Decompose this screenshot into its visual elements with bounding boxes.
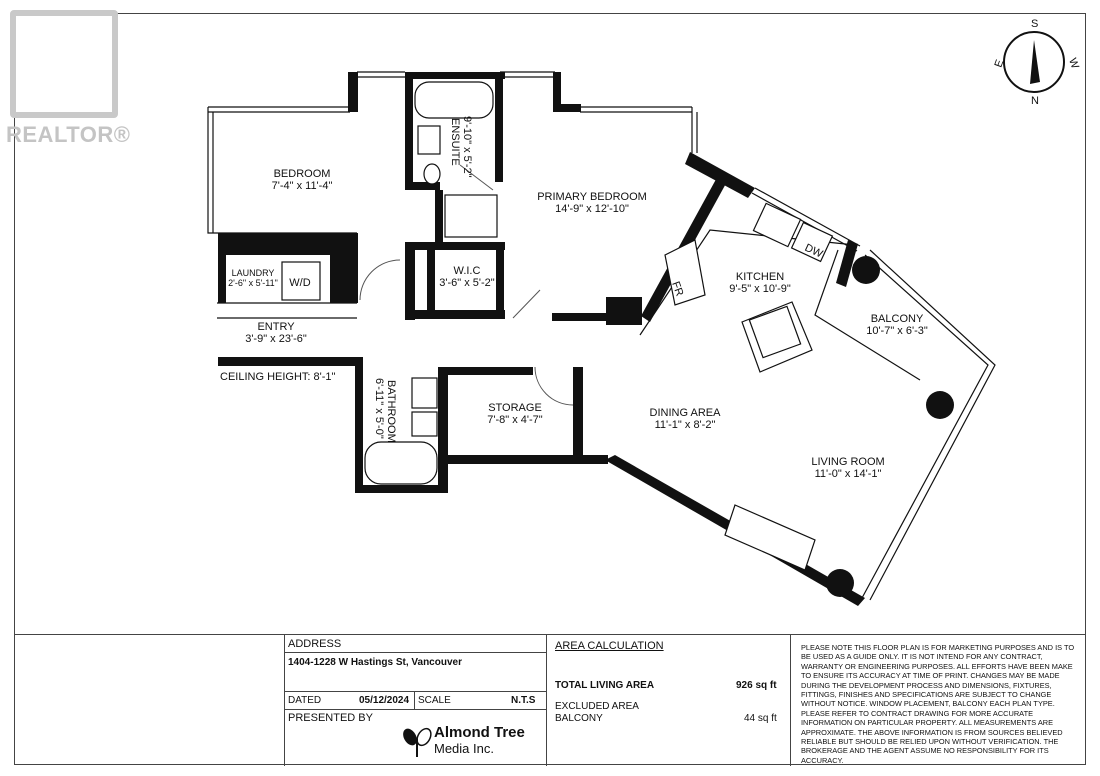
fridge-label: FR — [669, 280, 685, 298]
floor-plan: BEDROOM 7'-4" x 11'-4" ENSUITE 9'-10" x … — [207, 71, 996, 606]
storage-name: STORAGE — [488, 402, 542, 414]
title-block: ADDRESS 1404-1228 W Hastings St, Vancouv… — [14, 634, 1086, 766]
dated-label: DATED — [288, 695, 322, 706]
entry-name: ENTRY — [257, 321, 295, 333]
bathroom-name: BATHROOM — [385, 380, 397, 443]
compass-icon: S N E W — [993, 18, 1080, 107]
compass-w: W — [1066, 57, 1080, 71]
bedroom-name: BEDROOM — [274, 168, 331, 180]
address-label: ADDRESS — [288, 638, 342, 650]
realtor-logo-icon — [10, 10, 118, 118]
primary-bedroom-dims: 14'-9" x 12'-10" — [555, 203, 629, 215]
company-name-line1: Almond Tree — [434, 724, 525, 741]
wic-dims: 3'-6" x 5'-2" — [439, 277, 495, 289]
entry-dims: 3'-9" x 23'-6" — [245, 333, 307, 345]
storage-dims: 7'-8" x 4'-7" — [487, 414, 543, 426]
balcony-area-value: 44 sq ft — [744, 713, 777, 724]
watermark-text: REALTOR® — [6, 122, 131, 147]
kitchen-dims: 9'-5" x 10'-9" — [729, 283, 791, 295]
living-room-dims: 11'-0" x 14'-1" — [815, 468, 882, 480]
dining-area-dims: 11'-1" x 8'-2" — [655, 419, 716, 431]
presented-by-label: PRESENTED BY — [288, 712, 373, 724]
balcony-name: BALCONY — [871, 313, 924, 325]
kitchen-name: KITCHEN — [736, 271, 784, 283]
company-name-line2: Media Inc. — [434, 741, 494, 756]
total-living-area-value: 926 sq ft — [736, 680, 777, 691]
bathroom-dims: 6'-11" x 5'-0" — [373, 378, 385, 439]
excluded-area-label: EXCLUDED AREA — [555, 701, 639, 712]
balcony-area-label: BALCONY — [555, 713, 603, 724]
dated-value: 05/12/2024 — [359, 695, 410, 706]
compass-n: N — [1031, 95, 1039, 107]
primary-bedroom-name: PRIMARY BEDROOM — [537, 191, 647, 203]
ensuite-name: ENSUITE — [449, 118, 461, 166]
address-value: 1404-1228 W Hastings St, Vancouver — [288, 657, 462, 668]
area-calculation-label: AREA CALCULATION — [555, 640, 664, 652]
disclaimer-text: PLEASE NOTE THIS FLOOR PLAN IS FOR MARKE… — [801, 643, 1075, 765]
compass-s: S — [1031, 18, 1038, 30]
washer-dryer-label: W/D — [289, 277, 310, 289]
scale-label: SCALE — [418, 695, 451, 706]
realtor-watermark: REALTOR® — [6, 4, 131, 147]
dining-area-name: DINING AREA — [650, 407, 722, 419]
drawing-frame — [14, 13, 1086, 765]
wic-name: W.I.C — [454, 265, 481, 277]
ensuite-dims: 9'-10" x 5'-2" — [461, 116, 473, 178]
compass-e: E — [993, 58, 1007, 69]
ceiling-height: CEILING HEIGHT: 8'-1" — [220, 371, 336, 383]
almond-tree-logo-icon — [403, 727, 432, 757]
laundry-name: LAUNDRY — [232, 268, 275, 278]
laundry-dims: 2'-6" x 5'-11" — [228, 278, 278, 288]
total-living-area-label: TOTAL LIVING AREA — [555, 680, 655, 691]
scale-value: N.T.S — [511, 695, 536, 706]
living-room-name: LIVING ROOM — [811, 456, 884, 468]
bedroom-dims: 7'-4" x 11'-4" — [272, 180, 333, 192]
balcony-dims: 10'-7" x 6'-3" — [866, 325, 928, 337]
